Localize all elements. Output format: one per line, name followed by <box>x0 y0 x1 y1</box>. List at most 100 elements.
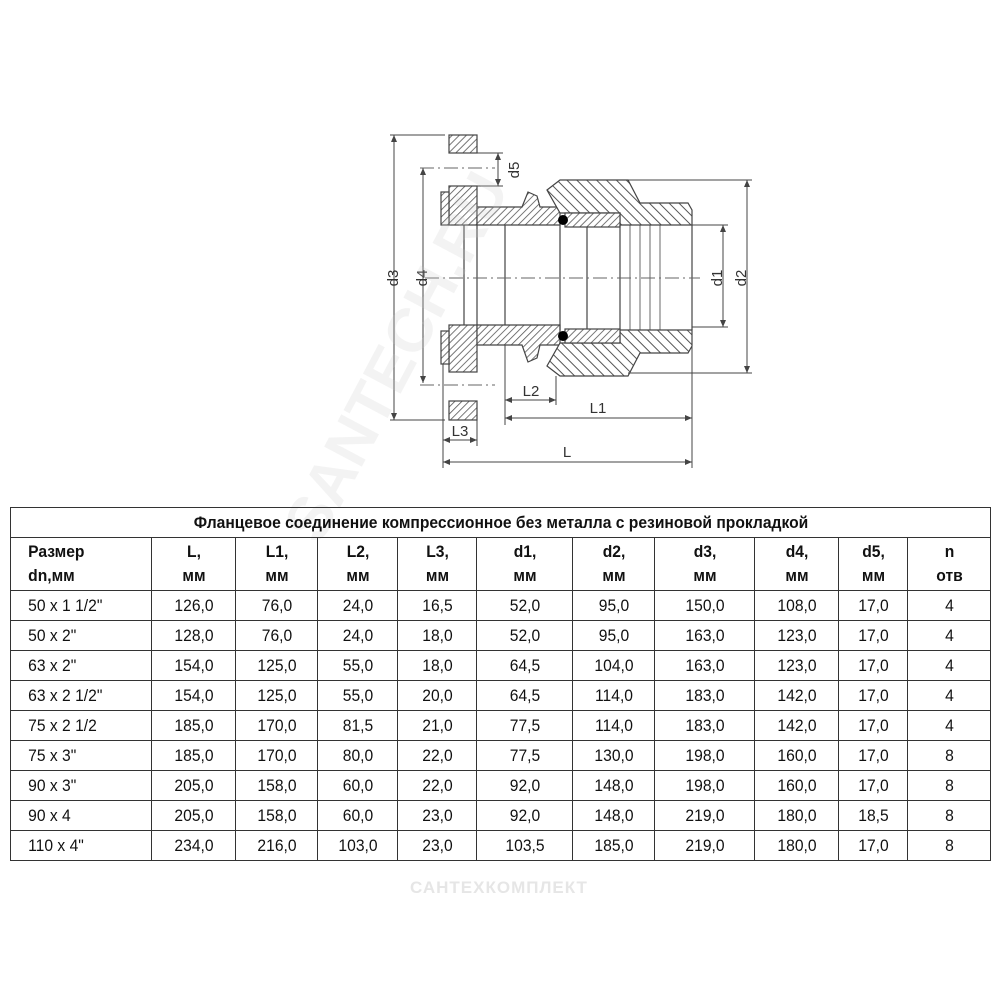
value-cell: 154,0 <box>154 650 233 681</box>
value-cell: 216,0 <box>238 830 315 861</box>
value-cell: 95,0 <box>575 590 652 621</box>
value-cell: 183,0 <box>658 710 751 741</box>
dimensions-table: Фланцевое соединение компрессионное без … <box>10 507 991 861</box>
value-cell: 198,0 <box>658 740 751 771</box>
value-cell: 4 <box>910 650 988 681</box>
value-cell: 160,0 <box>757 740 836 771</box>
value-cell: 114,0 <box>575 680 652 711</box>
value-cell: 55,0 <box>320 680 395 711</box>
column-header-line: L1, <box>265 542 288 561</box>
value-cell: 219,0 <box>658 800 751 831</box>
column-header: d3, мм <box>658 537 751 591</box>
watermark-santehkomplekt: САНТЕХКОМПЛЕКТ <box>410 878 588 897</box>
value-cell: 125,0 <box>238 680 315 711</box>
value-cell: 17,0 <box>840 710 906 741</box>
size-cell: 50 x 2" <box>15 620 147 651</box>
column-header-line: мм <box>425 566 449 585</box>
dimension-lines <box>390 134 752 468</box>
value-cell: 22,0 <box>400 770 474 801</box>
column-header-line: мм <box>264 566 289 585</box>
label-L: L <box>563 444 571 461</box>
column-header: L3,мм <box>400 537 474 591</box>
value-cell: 17,0 <box>840 680 906 711</box>
o-ring-top <box>558 215 568 225</box>
value-cell: 17,0 <box>840 650 906 681</box>
column-header-line: d3, <box>693 542 716 561</box>
column-header: d5,мм <box>840 537 906 591</box>
value-cell: 185,0 <box>154 710 233 741</box>
value-cell: 148,0 <box>575 800 652 831</box>
value-cell: 76,0 <box>238 620 315 651</box>
value-cell: 23,0 <box>400 800 474 831</box>
value-cell: 18,0 <box>400 650 474 681</box>
column-header-line: L2, <box>346 542 369 561</box>
value-cell: 104,0 <box>575 650 652 681</box>
value-cell: 8 <box>910 830 988 861</box>
value-cell: 52,0 <box>479 620 570 651</box>
center-lines <box>420 167 700 386</box>
size-cell: 90 x 4 <box>15 800 147 831</box>
value-cell: 92,0 <box>479 770 570 801</box>
value-cell: 21,0 <box>400 710 474 741</box>
column-header-line: мм <box>784 566 809 585</box>
value-cell: 160,0 <box>757 770 836 801</box>
value-cell: 18,5 <box>840 800 906 831</box>
value-cell: 8 <box>910 740 988 771</box>
size-cell: 63 x 2 1/2" <box>15 680 147 711</box>
label-L1: L1 <box>590 400 607 417</box>
column-header-line: d5, <box>861 542 885 561</box>
value-cell: 64,5 <box>479 680 570 711</box>
value-cell: 17,0 <box>840 830 906 861</box>
value-cell: 64,5 <box>479 650 570 681</box>
value-cell: 198,0 <box>658 770 751 801</box>
value-cell: 126,0 <box>154 590 233 621</box>
column-header-line: мм <box>345 566 370 585</box>
value-cell: 148,0 <box>575 770 652 801</box>
column-header-line: L, <box>186 542 201 561</box>
value-cell: 24,0 <box>320 590 395 621</box>
label-L3: L3 <box>452 423 469 440</box>
value-cell: 234,0 <box>154 830 233 861</box>
value-cell: 142,0 <box>757 710 836 741</box>
value-cell: 76,0 <box>238 590 315 621</box>
value-cell: 205,0 <box>154 770 233 801</box>
label-d1: d1 <box>709 270 726 287</box>
column-header-line: dn,мм <box>27 566 75 585</box>
value-cell: 170,0 <box>238 740 315 771</box>
value-cell: 4 <box>910 590 988 621</box>
label-d3: d3 <box>385 270 402 287</box>
column-header-line: мм <box>692 566 717 585</box>
value-cell: 185,0 <box>575 830 652 861</box>
column-header: d2,мм <box>575 537 652 591</box>
fitting-cross-section-drawing: d3 d4 d5 d1 d2 L2 L1 L3 L <box>385 134 752 468</box>
value-cell: 17,0 <box>840 620 906 651</box>
value-cell: 81,5 <box>320 710 395 741</box>
value-cell: 60,0 <box>320 770 395 801</box>
value-cell: 154,0 <box>154 680 233 711</box>
size-cell: 63 x 2" <box>15 650 147 681</box>
value-cell: 17,0 <box>840 590 906 621</box>
column-header-line: d4, <box>785 542 808 561</box>
value-cell: 158,0 <box>238 800 315 831</box>
value-cell: 108,0 <box>757 590 836 621</box>
label-d2: d2 <box>733 270 750 287</box>
value-cell: 8 <box>910 770 988 801</box>
value-cell: 18,0 <box>400 620 474 651</box>
value-cell: 103,5 <box>479 830 570 861</box>
label-d4: d4 <box>414 270 431 287</box>
size-cell: 110 x 4" <box>15 830 147 861</box>
value-cell: 185,0 <box>154 740 233 771</box>
column-header-line: отв <box>935 566 963 585</box>
value-cell: 77,5 <box>479 710 570 741</box>
fitting-body <box>440 134 693 421</box>
value-cell: 92,0 <box>479 800 570 831</box>
